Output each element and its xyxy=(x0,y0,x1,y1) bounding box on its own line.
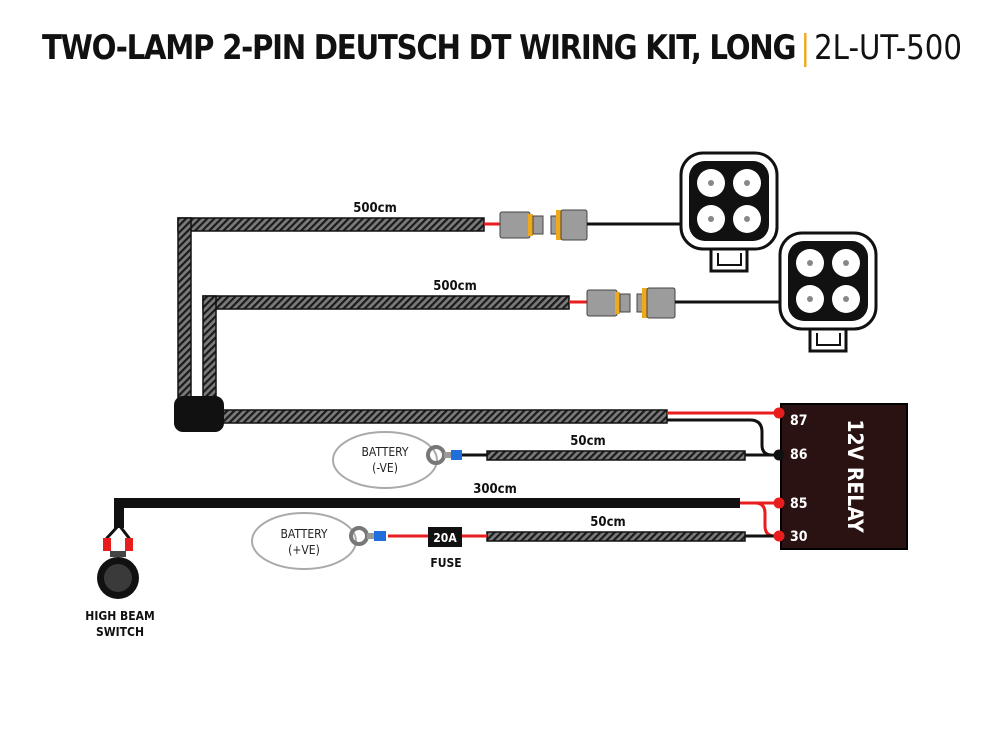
title-main: TWO-LAMP 2-PIN DEUTSCH DT WIRING KIT, LO… xyxy=(42,28,796,68)
lamp2-cable xyxy=(202,295,570,409)
title-separator: | xyxy=(800,28,810,68)
switch-label-line2: SWITCH xyxy=(96,625,144,639)
lamp2-deutsch-connector xyxy=(586,287,676,319)
battery-neg-cable xyxy=(486,450,746,461)
battery-neg-cable-length: 50cm xyxy=(570,434,605,449)
battery-pos-bubble xyxy=(251,512,357,570)
lamp1-cable-length: 500cm xyxy=(353,201,397,216)
fuse-label: FUSE xyxy=(430,556,461,570)
relay-pin-87-terminal xyxy=(773,407,785,419)
battery-pos-cable xyxy=(486,531,746,542)
high-beam-switch xyxy=(97,523,139,599)
relay-pin-85: 85 xyxy=(790,496,808,512)
relay-body xyxy=(780,403,908,550)
switch-label-line1: HIGH BEAM xyxy=(85,609,154,623)
lamp2-light xyxy=(778,231,878,353)
fuse-rating: 20A xyxy=(433,531,457,545)
relay-pin-85-terminal xyxy=(773,497,785,509)
battery-neg-line2: (-VE) xyxy=(372,461,398,475)
battery-pos-line2: (+VE) xyxy=(288,543,320,557)
battery-neg-line1: BATTERY xyxy=(362,445,409,459)
switch-cable-length: 300cm xyxy=(473,482,517,497)
lamp2-cable-length: 500cm xyxy=(433,279,477,294)
battery-pos-cable-length: 50cm xyxy=(590,515,625,530)
diagram-title: TWO-LAMP 2-PIN DEUTSCH DT WIRING KIT, LO… xyxy=(42,28,962,78)
harness-splitter xyxy=(174,396,224,432)
fuse-holder xyxy=(428,527,462,547)
lamp1-cable xyxy=(177,217,485,409)
relay-pin-86-terminal xyxy=(773,449,785,461)
battery-neg-bubble xyxy=(332,431,438,489)
relay-pin-87: 87 xyxy=(790,413,808,429)
relay-label: 12V RELAY xyxy=(843,419,867,533)
main-harness-cable xyxy=(211,409,668,424)
ring-terminal-icon xyxy=(349,526,386,546)
lamp1-light xyxy=(679,151,779,273)
relay-pin-30: 30 xyxy=(790,529,808,545)
switch-cable xyxy=(114,498,740,508)
relay-pin-86: 86 xyxy=(790,447,808,463)
battery-pos-line1: BATTERY xyxy=(281,527,328,541)
ring-terminal-icon xyxy=(426,445,462,465)
lamp1-deutsch-connector xyxy=(499,209,588,241)
product-code: 2L-UT-500 xyxy=(814,28,962,68)
relay-pin-30-terminal xyxy=(773,530,785,542)
